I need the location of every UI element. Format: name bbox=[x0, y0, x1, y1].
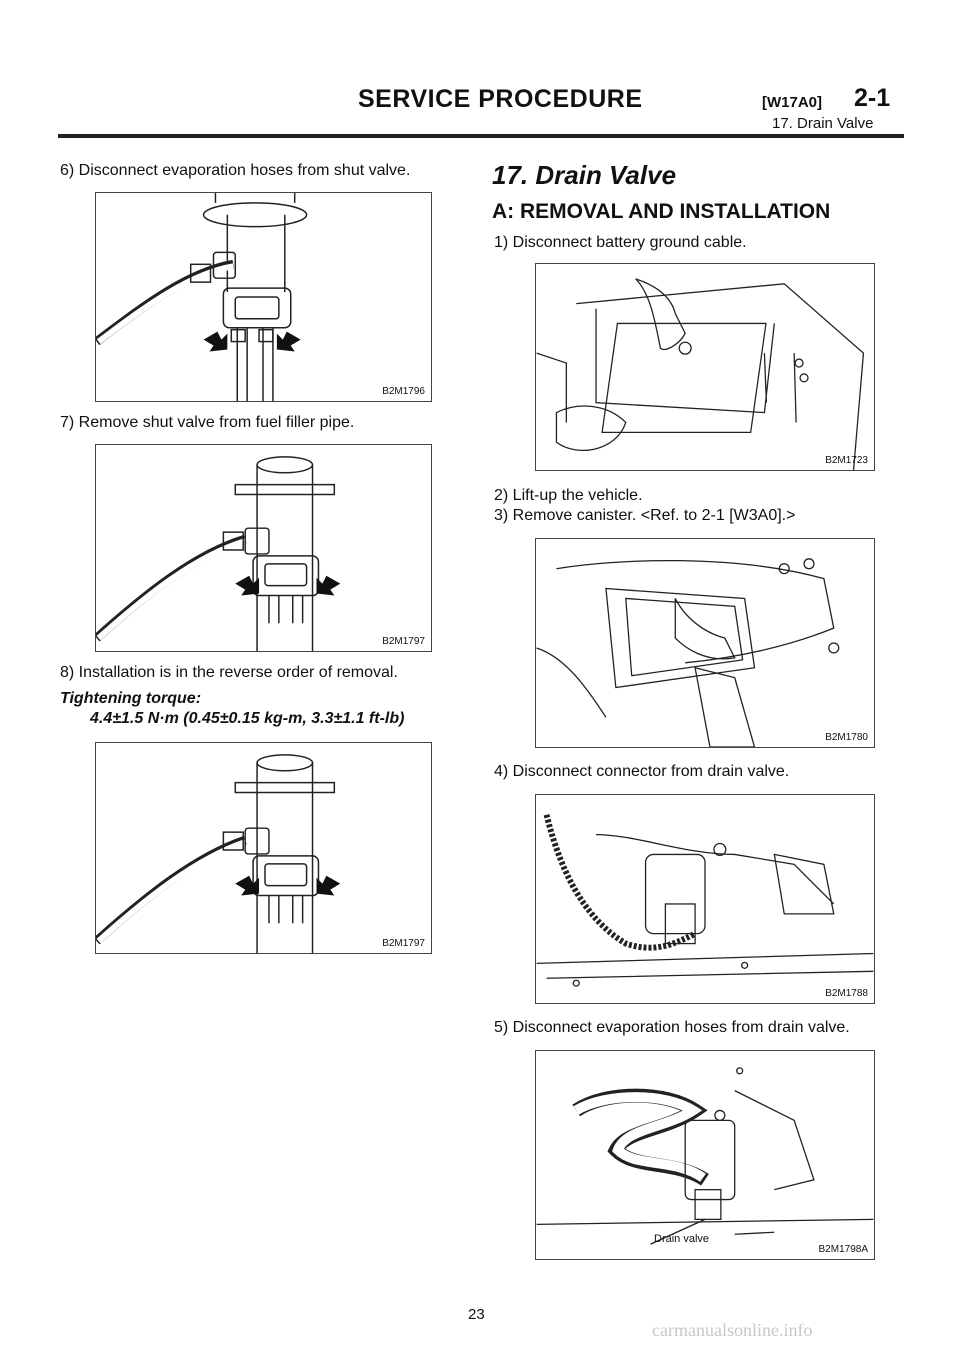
step-7-text: 7) Remove shut valve from fuel filler pi… bbox=[60, 414, 355, 431]
step-5-text: 5) Disconnect evaporation hoses from dra… bbox=[494, 1019, 850, 1036]
figure-drain-valve-connector: B2M1788 bbox=[535, 794, 875, 1004]
step-8-text: 8) Installation is in the reverse order … bbox=[60, 664, 398, 681]
figure-label: B2M1788 bbox=[825, 988, 868, 999]
tightening-torque-value: 4.4±1.5 N·m (0.45±0.15 kg-m, 3.3±1.1 ft-… bbox=[90, 710, 405, 727]
shut-valve-installation-illustration bbox=[96, 754, 341, 953]
step-6-text: 6) Disconnect evaporation hoses from shu… bbox=[60, 162, 411, 179]
step-4-text: 4) Disconnect connector from drain valve… bbox=[494, 763, 790, 780]
tightening-torque-label: Tightening torque: bbox=[60, 690, 202, 707]
figure-label: B2M1796 bbox=[382, 386, 425, 397]
page-number: 23 bbox=[468, 1306, 485, 1323]
footer-watermark: carmanualsonline.info bbox=[652, 1320, 813, 1340]
drain-valve-callout: Drain valve bbox=[654, 1233, 710, 1245]
figure-label: B2M1723 bbox=[825, 455, 868, 466]
canister-removal-illustration bbox=[536, 558, 840, 747]
header-section-number: 2-1 bbox=[854, 84, 891, 112]
header-rule bbox=[58, 134, 904, 138]
drain-valve-hoses-illustration bbox=[536, 1067, 874, 1245]
section-title: 17. Drain Valve bbox=[492, 160, 677, 190]
shut-valve-hoses-illustration bbox=[96, 193, 308, 401]
header-subtitle: 17. Drain Valve bbox=[772, 115, 874, 132]
battery-engine-bay-illustration bbox=[536, 278, 865, 470]
figure-shut-valve-removal: B2M1797 bbox=[95, 444, 432, 652]
figure-label: B2M1798A bbox=[818, 1244, 868, 1255]
header-code: [W17A0] bbox=[762, 94, 823, 111]
figure-battery-ground-cable: B2M1723 bbox=[535, 263, 875, 471]
step-1-text: 1) Disconnect battery ground cable. bbox=[494, 234, 747, 251]
figure-canister-removal: B2M1780 bbox=[535, 538, 875, 748]
figure-drain-valve-hoses: Drain valve B2M1798A bbox=[535, 1050, 875, 1260]
shut-valve-removal-illustration bbox=[96, 456, 341, 651]
step-3-text: 3) Remove canister. <Ref. to 2-1 [W3A0].… bbox=[494, 507, 796, 524]
figure-shut-valve-hoses: B2M1796 bbox=[95, 192, 432, 402]
step-2-text: 2) Lift-up the vehicle. bbox=[494, 487, 643, 504]
page-header-title: SERVICE PROCEDURE bbox=[358, 85, 643, 113]
figure-label: B2M1797 bbox=[382, 636, 425, 647]
drain-valve-connector-illustration bbox=[536, 814, 874, 987]
subsection-title: A: REMOVAL AND INSTALLATION bbox=[492, 200, 831, 223]
figure-shut-valve-installation: B2M1797 bbox=[95, 742, 432, 954]
figure-label: B2M1797 bbox=[382, 938, 425, 949]
figure-label: B2M1780 bbox=[825, 732, 868, 743]
